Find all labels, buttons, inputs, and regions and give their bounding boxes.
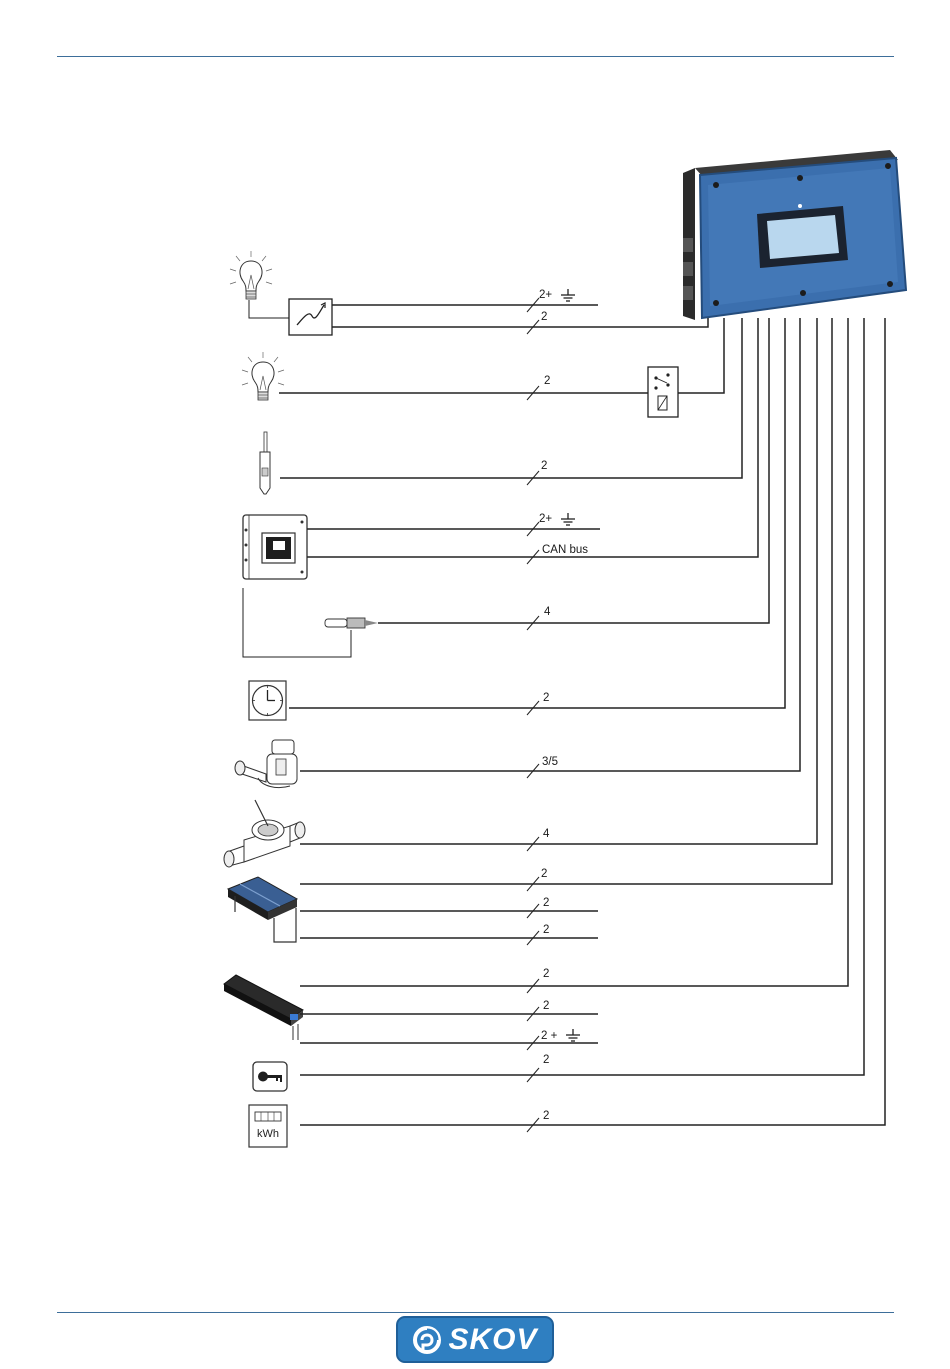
- kwh-meter-text: kWh: [257, 1128, 279, 1140]
- clock-icon: [249, 681, 286, 720]
- label-relay: 2: [544, 375, 550, 387]
- key-icon: [253, 1062, 287, 1091]
- controller-unit: [683, 150, 906, 320]
- kwh-meter-icon: kWh: [249, 1105, 287, 1147]
- label-box-b: 2: [543, 897, 549, 909]
- sensor-probe-icon: [325, 618, 378, 628]
- label-dimmer-signal: 2: [541, 311, 547, 323]
- skov-logo: SKOV: [396, 1316, 554, 1363]
- lightbulb-icon: [230, 251, 272, 299]
- ground-icon: [561, 513, 575, 525]
- module-box-icon: [228, 877, 297, 942]
- label-box-a: 2: [541, 868, 547, 880]
- water-meter-icon: [224, 800, 305, 867]
- label-can-bus: CAN bus: [542, 544, 588, 556]
- skov-logo-text: SKOV: [448, 1323, 537, 1357]
- lightbulb-icon: [242, 352, 284, 400]
- ground-icon: [561, 289, 575, 301]
- label-bar-a: 2: [543, 968, 549, 980]
- rail-module-icon: [224, 975, 303, 1040]
- label-dimmer-power: 2+: [539, 289, 552, 301]
- label-bar-c: 2 +: [541, 1030, 558, 1042]
- label-water-meter: 4: [543, 828, 550, 840]
- valve-icon: [235, 740, 297, 788]
- label-panel-sensor: 4: [544, 606, 551, 618]
- label-key: 2: [543, 1054, 549, 1066]
- skov-logo-mark: [412, 1325, 442, 1355]
- label-clock: 2: [543, 692, 549, 704]
- display-panel-icon: [243, 515, 307, 579]
- label-box-c: 2: [543, 924, 549, 936]
- ground-icon: [566, 1029, 580, 1041]
- relay-icon: [648, 367, 678, 417]
- label-valve: 3/5: [542, 756, 558, 768]
- label-sensor: 2: [541, 460, 547, 472]
- dimmer-icon: [289, 299, 332, 335]
- label-kwh: 2: [543, 1110, 549, 1122]
- sensor-probe-icon: [260, 432, 270, 494]
- label-panel-power: 2+: [539, 513, 552, 525]
- label-bar-b: 2: [543, 1000, 549, 1012]
